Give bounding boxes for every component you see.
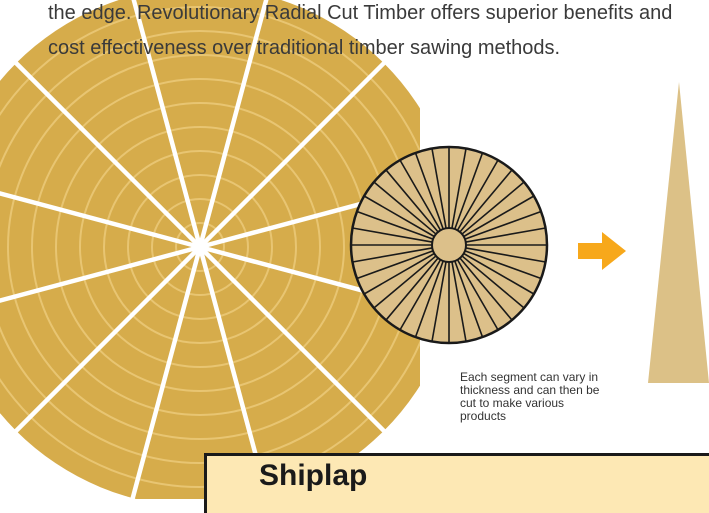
radial-cut-line [197,0,269,248]
growth-ring [103,150,297,344]
segment-cut-line [399,259,442,331]
intro-paragraph: the edge. Revolutionary Radial Cut Timbe… [48,2,673,59]
segment-cut-line [356,250,434,280]
segment-cut-line [456,259,499,331]
growth-ring [151,198,249,296]
segment-cut-line [356,210,434,240]
segment-cut-line [399,159,442,231]
segment-cut-line [373,255,437,309]
segment-cut-line [456,159,499,231]
shiplap-heading: Shiplap [259,459,368,492]
radial-cut-line [0,244,201,303]
segment-cut-line [363,252,435,295]
segment-cut-line [464,250,542,280]
growth-ring [79,126,321,368]
radial-cut-line [199,244,420,309]
segment-cut-line [431,148,447,229]
radial-cut-line [198,47,400,249]
growth-ring [55,102,345,392]
segment-cut-line [414,260,444,338]
segment-cut-line [463,195,535,238]
radial-cut-line [0,191,201,250]
timber-segment-wedge [648,82,709,383]
segment-cut-line [385,169,439,233]
segment-cut-line [465,247,546,263]
segment-cut-lines [351,147,547,343]
segment-cut-line [465,227,546,243]
segment-cut-line [363,195,435,238]
radial-cut-line [198,245,400,447]
segment-cut-line [459,169,513,233]
growth-ring [175,222,225,272]
segment-cut-line [464,210,542,240]
segment-cut-line [461,181,525,235]
segment-cut-line [454,260,484,338]
segment-cut-line [431,261,447,342]
radial-cut-line [0,245,202,447]
segment-cut-line [352,227,433,243]
segment-cut-line [373,181,437,235]
segment-cut-line [454,152,484,230]
segment-caption: Each segment can vary in thickness and c… [460,370,600,423]
radial-cut-line [0,47,202,249]
radial-cut-line [199,185,420,250]
segment-cut-line [352,247,433,263]
radial-cut-line [130,246,203,499]
segment-cut-line [463,252,535,295]
growth-ring [127,174,273,320]
segment-cut-line [459,257,513,321]
segment-cut-line [451,148,467,229]
radial-cut-line [131,0,203,248]
segmented-log-diagram [349,145,549,345]
shiplap-panel: Shiplap [204,453,709,513]
segment-cut-line [414,152,444,230]
growth-ring [0,6,420,488]
right-arrow-icon [578,232,626,270]
log-core [431,227,467,263]
segment-cut-line [385,257,439,321]
segment-cut-line [461,255,525,309]
segment-cut-line [451,261,467,342]
